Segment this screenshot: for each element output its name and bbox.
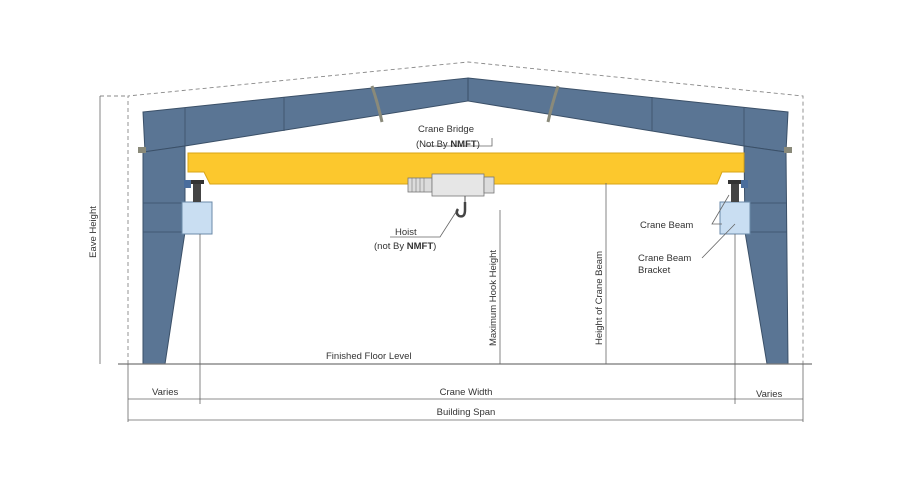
right-crane-beam-bracket (719, 201, 751, 235)
varies-right-label: Varies (756, 389, 782, 400)
knee-bolt (138, 147, 146, 153)
hoist-note: (not By NMFT) (374, 241, 436, 252)
maximum-hook-height-label: Maximum Hook Height (488, 250, 499, 346)
crane-bridge-girder (187, 152, 745, 185)
knee-bolt (784, 147, 792, 153)
right-end-truck-motor (741, 180, 748, 188)
crane-beam-leader (711, 194, 730, 225)
crane-beam-bracket-label-line2: Bracket (638, 265, 671, 276)
crane-bridge-note: (Not By NMFT) (416, 139, 480, 150)
crane-bridge-label: Crane Bridge (418, 124, 474, 135)
rafter-splice-clip (546, 85, 560, 123)
left-crane-beam-web (193, 184, 201, 202)
finished-floor-level-label: Finished Floor Level (326, 351, 412, 362)
bracket-leader (701, 223, 736, 259)
varies-left-label: Varies (152, 387, 178, 398)
right-rafter (467, 77, 789, 153)
left-crane-beam-bracket (181, 201, 213, 235)
crane-beam-bracket-label: Crane Beam (638, 253, 691, 264)
height-of-crane-beam-label: Height of Crane Beam (594, 251, 605, 345)
hoist-gearbox (483, 176, 495, 194)
crane-beam-label: Crane Beam (640, 220, 693, 231)
eave-height-label: Eave Height (88, 206, 99, 258)
rafter-splice-clip (370, 85, 384, 123)
building-envelope-outline (127, 61, 804, 364)
left-rafter (142, 77, 469, 153)
hoist-leader (390, 211, 457, 238)
right-crane-beam-web (731, 184, 739, 202)
left-column (142, 145, 186, 365)
crane-width-label: Crane Width (440, 387, 493, 398)
crane-bridge-leader (425, 138, 493, 147)
hoist-label: Hoist (395, 227, 417, 238)
hook-icon (455, 202, 467, 218)
left-end-truck-motor (184, 180, 191, 188)
building-span-label: Building Span (437, 407, 496, 418)
left-crane-rail (190, 180, 204, 184)
right-column (743, 145, 789, 365)
right-crane-rail (728, 180, 742, 184)
hoist-body (431, 173, 485, 197)
